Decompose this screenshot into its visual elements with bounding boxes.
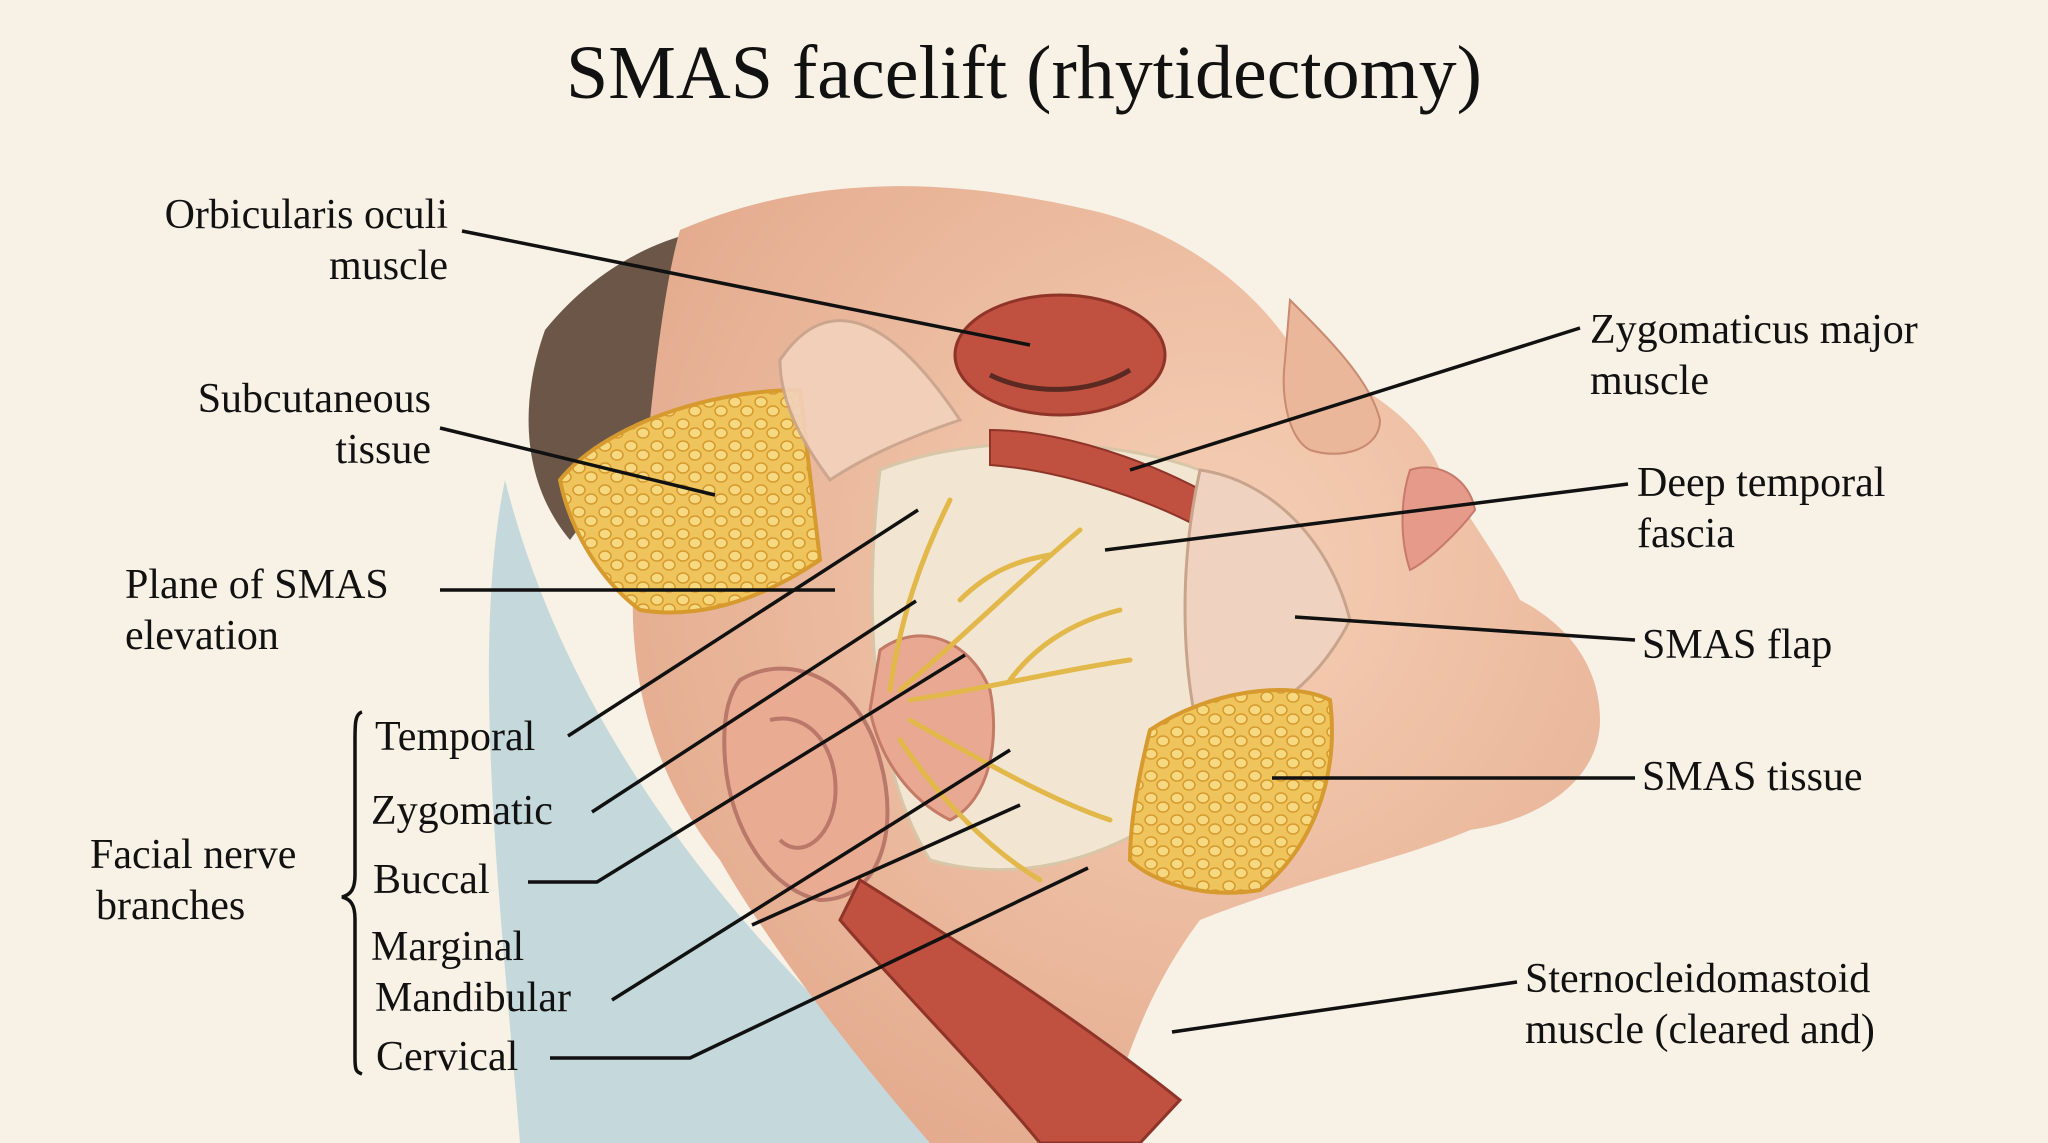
ear-helix — [769, 716, 838, 850]
leader-lines — [439, 229, 1636, 1060]
label-line: branches — [96, 883, 246, 929]
label-line: muscle — [1590, 358, 1709, 404]
label-deep-temporal-fascia: Deep temporal fascia — [1637, 458, 1885, 560]
label-line: fascia — [1637, 511, 1735, 557]
label-orbicularis-oculi: Orbicularis oculi muscle — [165, 190, 448, 292]
label-plane-of-smas: Plane of SMAS elevation — [125, 560, 389, 662]
closed-eyelid — [988, 367, 1132, 392]
label-smas-tissue: SMAS tissue — [1642, 754, 1863, 800]
parotid-gland — [868, 634, 996, 822]
label-line: muscle — [329, 243, 448, 289]
nerve-branch-bracket — [341, 710, 363, 1076]
orbicularis-oculi — [953, 293, 1167, 417]
page-title: SMAS facelift (rhytidectomy) — [565, 31, 1482, 115]
lips — [1401, 466, 1477, 572]
facial-nerve-branches — [887, 497, 1133, 883]
label-subcutaneous-tissue: Subcutaneous tissue — [198, 374, 431, 476]
nose — [1282, 297, 1382, 455]
label-line: Zygomaticus major — [1590, 307, 1918, 353]
label-line: Mandibular — [375, 975, 571, 1021]
label-temporal: Temporal — [375, 714, 536, 760]
label-line: Marginal — [371, 924, 525, 970]
label-line: Sternocleidomastoid — [1525, 956, 1871, 1002]
label-line: tissue — [335, 427, 431, 473]
label-line: Plane of SMAS — [125, 562, 389, 608]
label-line: Orbicularis oculi — [164, 192, 448, 238]
subcutaneous-fat — [557, 387, 823, 615]
label-line: muscle (cleared and) — [1525, 1007, 1875, 1053]
label-buccal: Buccal — [373, 857, 490, 903]
label-smas-flap: SMAS flap — [1642, 622, 1833, 668]
label-line: Facial nerve — [90, 832, 297, 878]
label-cervical: Cervical — [376, 1034, 519, 1080]
label-line: elevation — [125, 613, 279, 659]
label-sternocleidomastoid: Sternocleidomastoid muscle (cleared and) — [1525, 954, 1875, 1056]
label-marginal-mandibular: Marginal Mandibular — [371, 922, 571, 1024]
label-zygomaticus-major: Zygomaticus major muscle — [1590, 305, 1918, 407]
label-zygomatic: Zygomatic — [371, 788, 553, 834]
surgical-drape — [488, 480, 1100, 1143]
smas-tissue — [1127, 688, 1334, 895]
label-facial-nerve-branches: Facial nerve branches — [90, 830, 296, 932]
label-line: Deep temporal — [1637, 460, 1886, 506]
reflected-skin-flap — [778, 319, 963, 483]
label-line: Subcutaneous — [197, 376, 431, 422]
